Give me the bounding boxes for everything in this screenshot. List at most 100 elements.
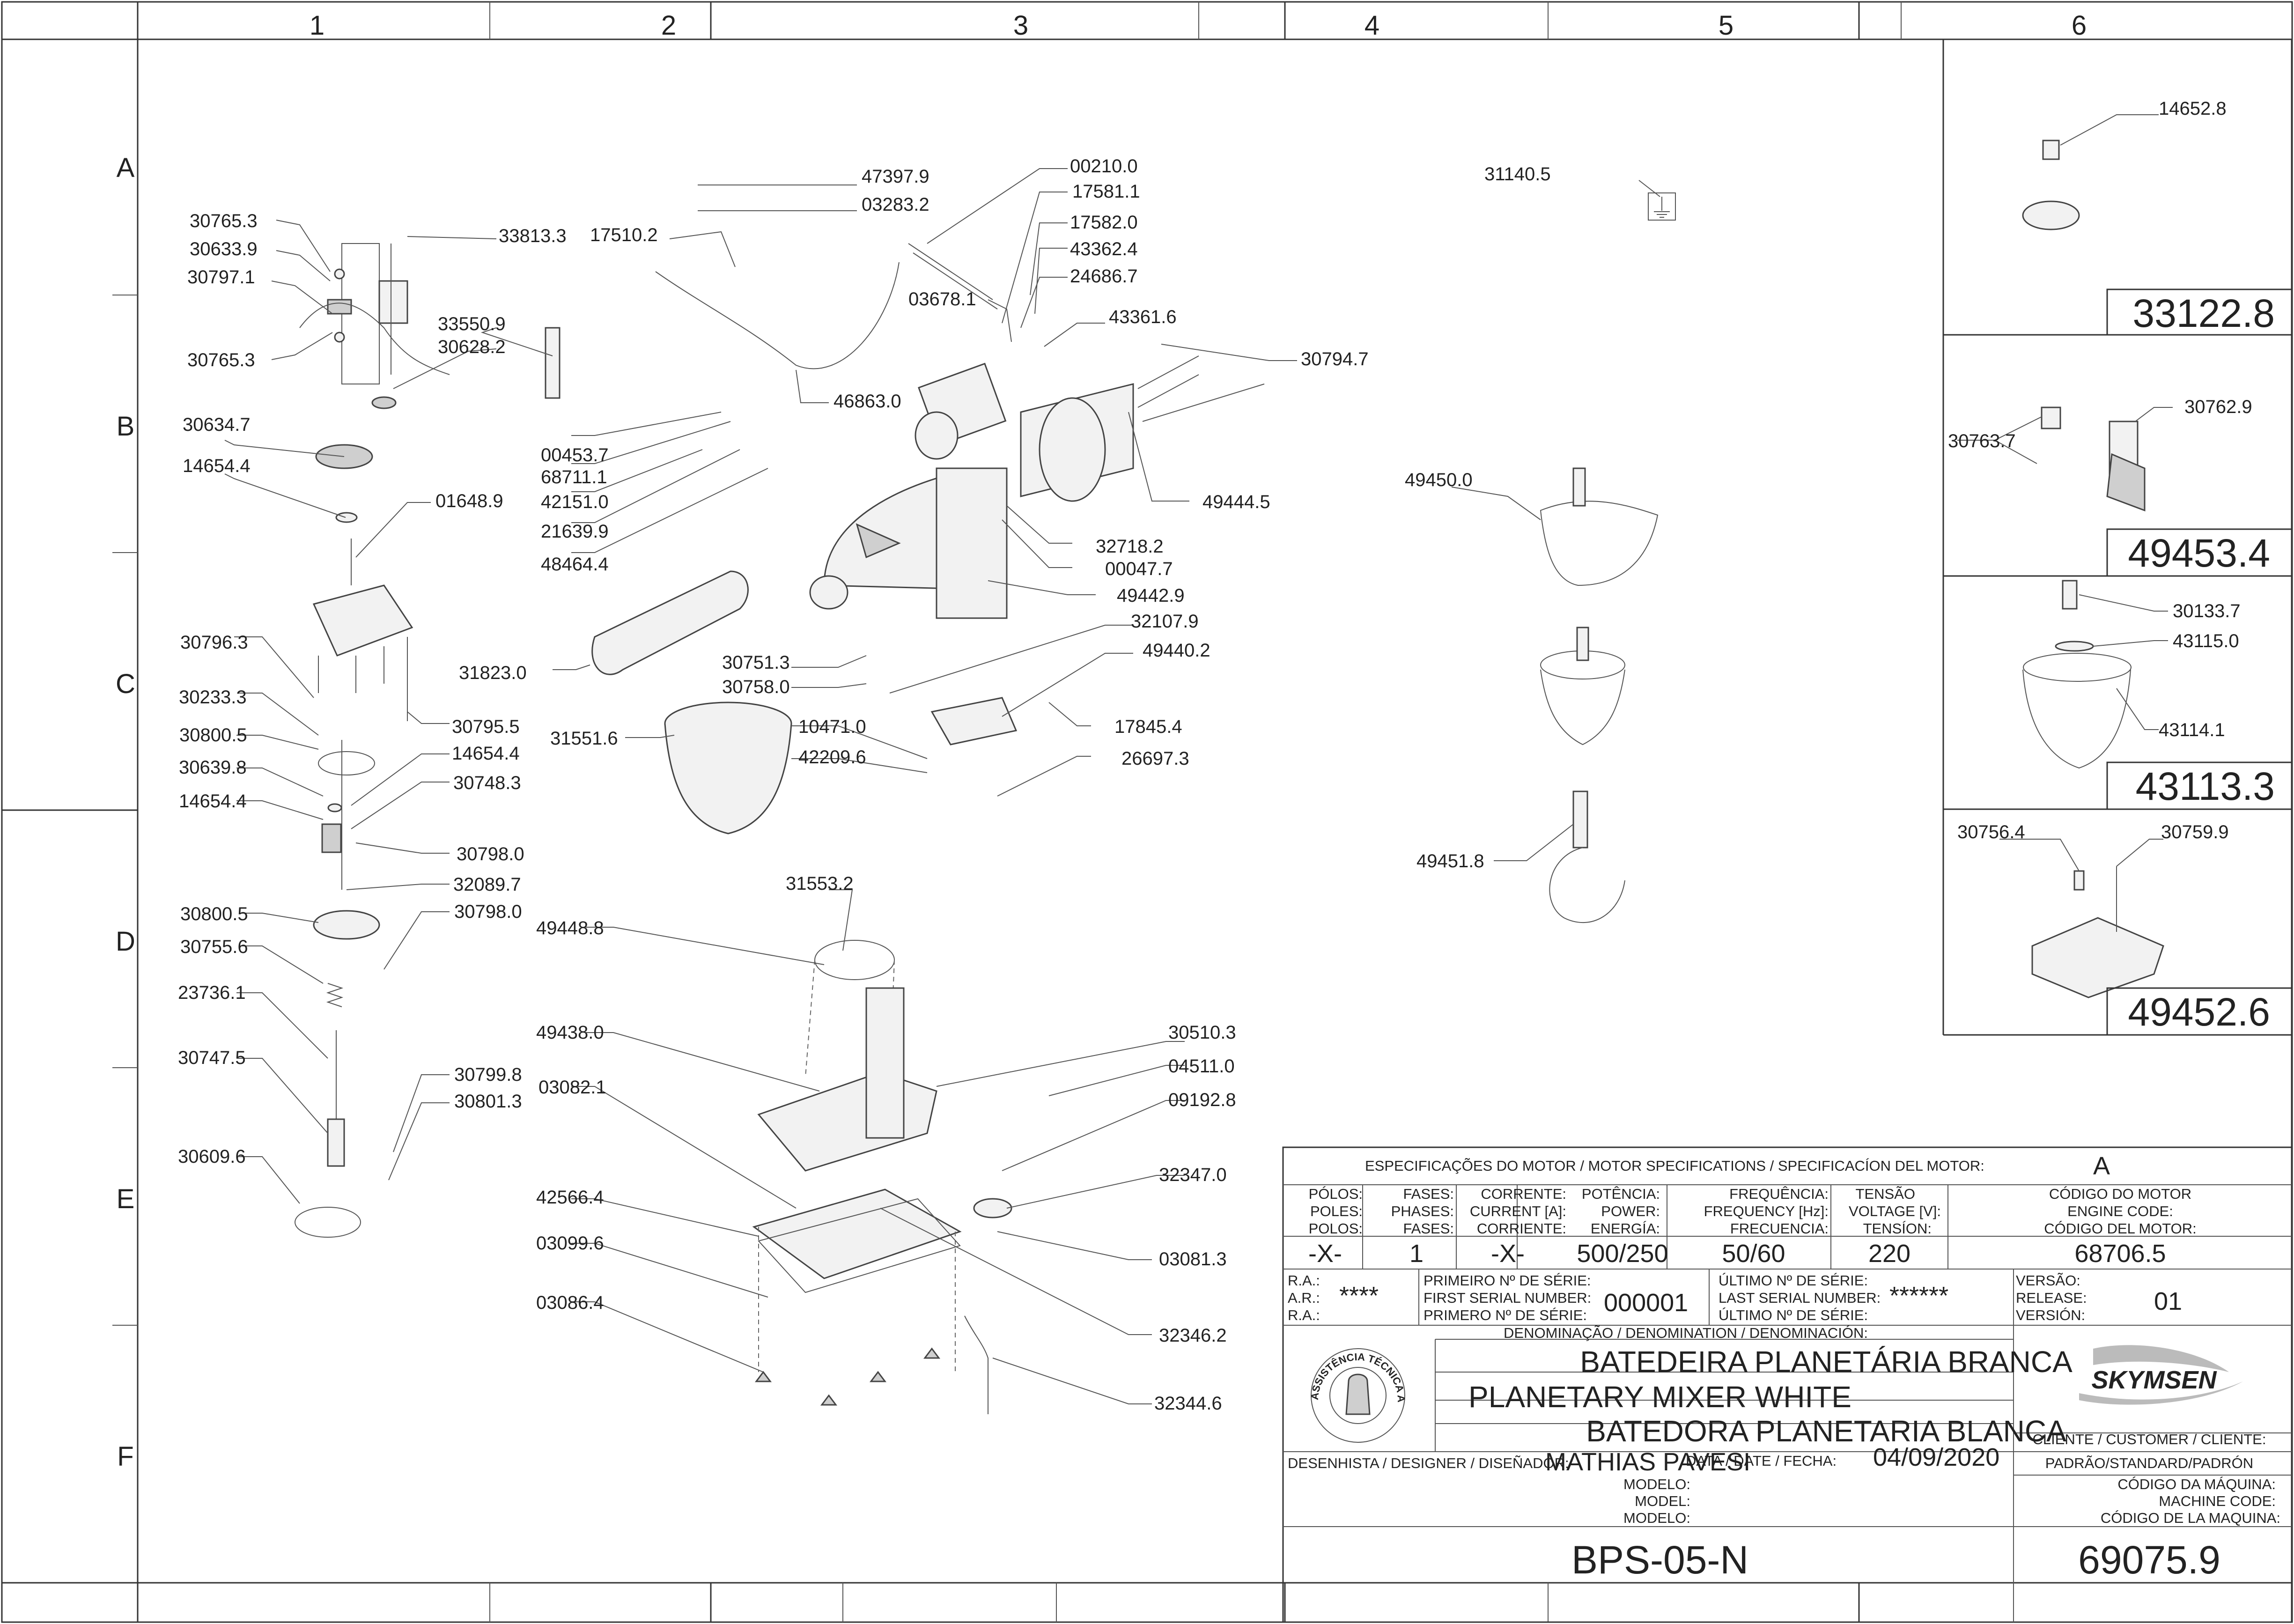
callout-label: 30751.3 (722, 652, 790, 673)
spec-header: CURRENT [A]: (1470, 1203, 1566, 1219)
callout-label: 10471.0 (798, 716, 866, 737)
motor-spec-heading: ESPECIFICAÇÕES DO MOTOR / MOTOR SPECIFIC… (1365, 1158, 1984, 1174)
callout-label: 30759.9 (2161, 822, 2229, 842)
callout-label: 30801.3 (454, 1091, 522, 1112)
callout-label: 33550.9 (438, 314, 506, 334)
callout-label: 32718.2 (1096, 536, 1164, 557)
callout-label: 43361.6 (1109, 307, 1177, 327)
product-name-pt: BATEDEIRA PLANETÁRIA BRANCA (1580, 1345, 2073, 1379)
callout-label: 32347.0 (1159, 1165, 1227, 1185)
callout-label: 14654.4 (183, 456, 251, 476)
callout-label: 68711.1 (541, 467, 607, 487)
callout-label: 32344.6 (1154, 1393, 1222, 1414)
callout-label: 49438.0 (536, 1022, 604, 1043)
last-serial-label: ÚLTIMO Nº DE SÉRIE: (1719, 1272, 1868, 1289)
column-label: 1 (310, 10, 325, 41)
row-label: E (117, 1184, 135, 1214)
callout-label: 21639.9 (541, 521, 609, 542)
callout-label: 42209.6 (798, 747, 866, 768)
spec-value-frequency: 50/60 (1722, 1240, 1785, 1268)
row-label: D (116, 926, 135, 957)
callout-label: 30796.3 (180, 632, 248, 653)
spec-value-current: -X- (1491, 1240, 1525, 1268)
panel-code: 43113.3 (2136, 764, 2275, 808)
spec-header: FREQUENCY [Hz]: (1704, 1203, 1829, 1219)
designer-label: DESENHISTA / DESIGNER / DISEÑADOR: (1288, 1455, 1569, 1471)
product-name-es: BATEDORA PLANETARIA BLANCA (1586, 1414, 2066, 1448)
callout-label: 17845.4 (1114, 716, 1182, 737)
column-label: 5 (1719, 10, 1733, 41)
callout-label: 49451.8 (1416, 851, 1484, 871)
version-label: VERSÃO: (2016, 1272, 2080, 1289)
spec-header: POLES: (1310, 1203, 1363, 1219)
callout-label: 03283.2 (862, 194, 929, 215)
callout-label: 30765.3 (187, 350, 255, 370)
spec-value-phases: 1 (1409, 1240, 1424, 1268)
spec-header: POTÊNCIA: (1582, 1186, 1660, 1202)
last-serial-label: ÚLTIMO Nº DE SÉRIE: (1719, 1307, 1868, 1323)
callout-label: 03082.1 (538, 1077, 606, 1098)
leader-lines (224, 114, 2173, 1404)
callout-label: 30133.7 (2173, 601, 2241, 621)
panel-code: 33122.8 (2132, 291, 2275, 335)
callout-label: 30747.5 (178, 1048, 246, 1068)
accessory-panels: 33122.8 49453.4 43113.3 49452.6 (1942, 39, 2292, 1036)
model-value: BPS-05-N (1571, 1538, 1748, 1582)
machine-code-label: CÓDIGO DA MÁQUINA: (2117, 1476, 2276, 1492)
callout-label: 14652.8 (2159, 98, 2227, 119)
callout-label: 42566.4 (536, 1187, 604, 1208)
callout-label: 30800.5 (179, 725, 247, 746)
callout-label: 30762.9 (2184, 397, 2252, 417)
callout-label: 49448.8 (536, 918, 604, 938)
callout-label: 30633.9 (190, 239, 258, 259)
spec-header: FASES: (1403, 1186, 1454, 1202)
spec-header: PÓLOS: (1309, 1186, 1363, 1202)
skymsen-logo: SKYMSEN (2079, 1345, 2243, 1405)
callout-label: 04511.0 (1168, 1056, 1235, 1077)
callout-label: 30765.3 (190, 211, 258, 231)
callout-label: 30758.0 (722, 677, 790, 697)
callout-label: 30763.7 (1948, 431, 2016, 451)
column-label: 2 (661, 10, 676, 41)
date-label: DATA / DATE / FECHA: (1686, 1453, 1837, 1469)
spec-header: CORRIENTE: (1477, 1220, 1566, 1237)
last-serial-value: ****** (1889, 1282, 1948, 1310)
callout-label: 30799.8 (454, 1064, 522, 1085)
row-label: B (117, 411, 135, 442)
spec-header: PHASES: (1391, 1203, 1454, 1219)
version-value: 01 (2154, 1287, 2182, 1315)
callout-label: 49450.0 (1405, 470, 1473, 490)
machine-code-value: 69075.9 (2078, 1538, 2220, 1582)
callout-label: 30794.7 (1301, 349, 1369, 369)
spec-header: ENGINE CODE: (2067, 1203, 2173, 1219)
callout-label: 30798.0 (454, 901, 522, 922)
callout-label: 03086.4 (536, 1292, 604, 1313)
client-label: CLIENTE / CUSTOMER / CLIENTE: (2033, 1431, 2266, 1447)
callout-label: 00047.7 (1105, 559, 1173, 579)
spec-header: POWER: (1601, 1203, 1660, 1219)
callout-label: 17581.1 (1072, 181, 1140, 202)
spec-header: POLOS: (1309, 1220, 1363, 1237)
row-label: F (117, 1441, 133, 1472)
part-sketches (295, 140, 2164, 1414)
callout-label: 31553.2 (786, 873, 854, 894)
callout-label: 30756.4 (1957, 822, 2025, 842)
callout-label: 46863.0 (834, 391, 901, 412)
spec-header: CÓDIGO DO MOTOR (2049, 1186, 2191, 1202)
callout-label: 03081.3 (1159, 1249, 1227, 1270)
callout-label: 17582.0 (1070, 212, 1138, 233)
callout-label: 33813.3 (499, 226, 567, 246)
version-label: RELEASE: (2016, 1290, 2087, 1306)
callout-label: 30748.3 (453, 773, 521, 793)
panel-code: 49452.6 (2128, 990, 2270, 1034)
model-label: MODEL: (1635, 1493, 1690, 1509)
callout-label: 43115.0 (2173, 631, 2239, 651)
first-serial-label: PRIMEIRO Nº DE SÉRIE: (1424, 1272, 1591, 1289)
callout-label: 30795.5 (452, 716, 520, 737)
callout-label: 43362.4 (1070, 239, 1138, 259)
spec-header: CORRENTE: (1481, 1186, 1566, 1202)
callout-label: 32107.9 (1131, 611, 1199, 632)
machine-code-label: MACHINE CODE: (2159, 1493, 2276, 1509)
